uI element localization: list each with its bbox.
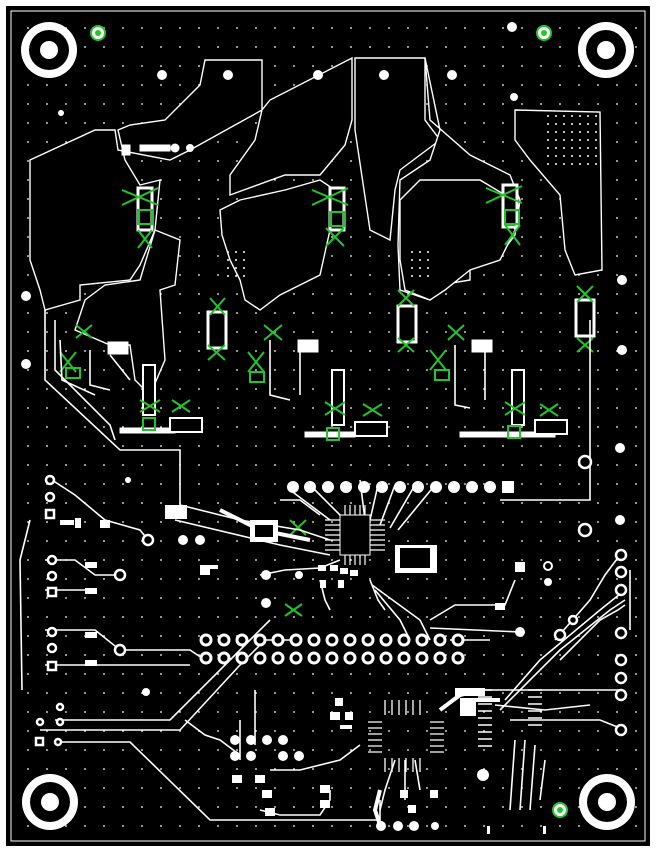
left-smd	[60, 518, 110, 666]
via-array-3	[545, 115, 600, 165]
fiducial-top-right	[536, 25, 552, 41]
traces	[19, 310, 631, 821]
soic-left	[368, 700, 444, 772]
right-connector-pads	[553, 454, 628, 737]
fiducial-top-left	[90, 25, 106, 41]
fpc-pad-row	[287, 481, 514, 493]
large-vias	[21, 22, 627, 696]
header-pad-row-upper	[199, 633, 465, 647]
fiducial-bottom-right	[552, 802, 568, 818]
fiducials	[90, 25, 568, 818]
pour-mid	[354, 57, 441, 242]
mcu-qfp	[165, 505, 437, 573]
pour-mid-left	[229, 56, 353, 196]
pour-channel-1	[74, 229, 181, 397]
left-connector-pads	[34, 474, 155, 747]
board-inner-edge	[10, 10, 646, 842]
mounting-holes	[21, 22, 635, 830]
header-pad-row-lower	[199, 651, 465, 665]
mid-ic	[543, 561, 553, 571]
lower-smd	[230, 688, 546, 834]
via-array-2	[405, 250, 430, 280]
via-array-1	[225, 250, 250, 280]
pour-left	[29, 59, 263, 311]
